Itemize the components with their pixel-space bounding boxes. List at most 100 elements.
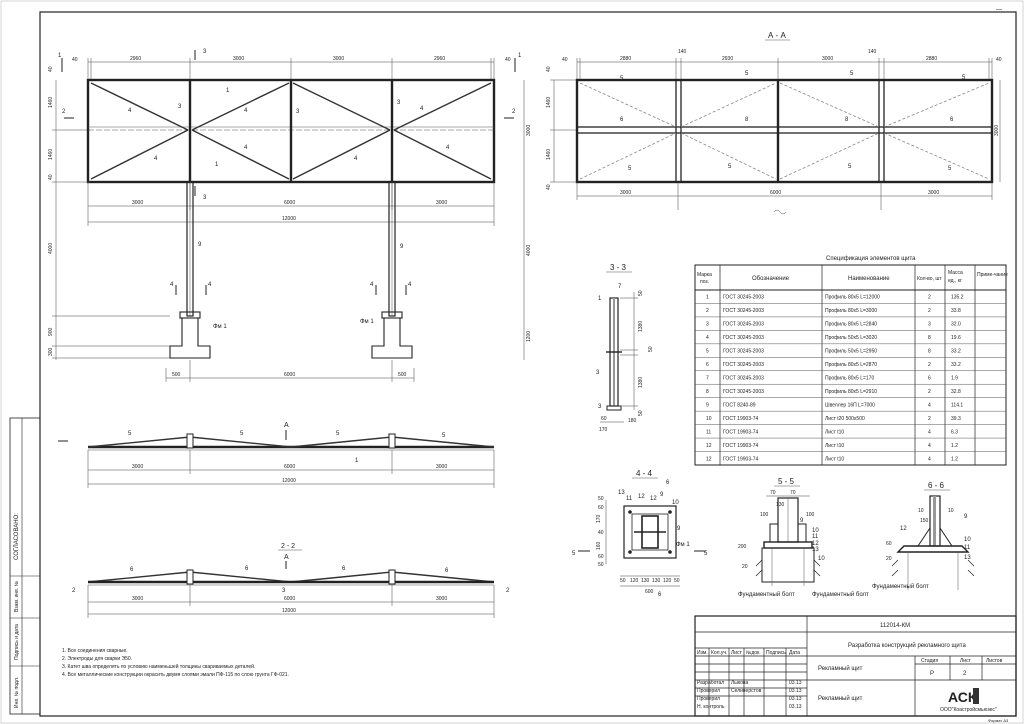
aa-dim-bot-2: 3000	[928, 190, 939, 196]
s33-dim-4: 50	[638, 410, 644, 416]
plan-a-label-1: 5	[240, 431, 244, 437]
spec-cell-r5-c2: Профиль 80х5 L=2870	[825, 362, 877, 368]
note-0: 1. Все соединения сварные.	[62, 648, 128, 654]
spec-cell-r0-c3: 2	[928, 295, 931, 301]
tb-project: Разработка конструкций рекламного щита	[848, 642, 966, 649]
spec-cell-r6-c2: Профиль 80х5 L=170	[825, 376, 874, 382]
s55-td-3: 100	[760, 512, 769, 518]
s44-bd-4: 120	[663, 578, 672, 584]
spec-cell-r5-c1: ГОСТ 30245-2003	[723, 362, 764, 368]
tb-stage-h-2: Листов	[986, 658, 1003, 664]
fv-sec-2b: 2	[512, 109, 516, 115]
aa-label-6b: 6	[950, 117, 954, 123]
plan-a-label-2: 5	[336, 431, 340, 437]
s44-label-4: 9	[660, 492, 664, 498]
spec-cell-r1-c4: 33.8	[951, 308, 961, 314]
s55-ld-0: 200	[738, 544, 747, 550]
s55-label-1: 10	[812, 528, 819, 534]
corner-mark: —	[996, 7, 1002, 13]
fv-dim-bot-1: 6000	[284, 200, 295, 206]
spec-cell-r4-c0: 5	[706, 349, 709, 355]
spec-cell-r11-c1: ГОСТ 19903-74	[723, 443, 759, 449]
tb-person-r1-c1: Селиверстов	[731, 688, 762, 694]
aa-label-5d: 5	[962, 75, 966, 81]
fv-sec-1b: 1	[518, 53, 522, 59]
spec-cell-r10-c1: ГОСТ 19903-74	[723, 429, 759, 435]
s66-label-2: 10	[964, 537, 971, 543]
spec-cell-r1-c0: 2	[706, 308, 709, 314]
fv-label-4b: 4	[154, 156, 158, 162]
s55-td-4: 100	[806, 512, 815, 518]
s33-dim-3: 1380	[638, 377, 644, 388]
plan-a-dim-1: 6000	[284, 464, 295, 470]
fv-dim-bot-0: 3000	[132, 200, 143, 206]
s55-td-1: 70	[790, 490, 796, 496]
spec-cell-r12-c4: 1.2	[951, 456, 958, 462]
plan-a-dim-0: 3000	[132, 464, 143, 470]
spec-cell-r11-c4: 1.2	[951, 443, 958, 449]
spec-cell-r2-c1: ГОСТ 30245-2003	[723, 322, 764, 328]
spec-h-4b: ед., кг	[948, 278, 962, 284]
fv-dim-overall: 12000	[282, 216, 296, 222]
plan22-end-a: 2	[72, 588, 76, 594]
spec-cell-r11-c0: 12	[706, 443, 712, 449]
spec-cell-r8-c1: ГОСТ 8240-89	[723, 402, 756, 408]
aa-label-5c: 5	[850, 71, 854, 77]
s44-title: 4 - 4	[636, 469, 653, 478]
spec-cell-r1-c2: Профиль 80х5 L=3000	[825, 308, 877, 314]
fv-dim-left-small-1: 40	[48, 174, 54, 180]
tb-person-r3-c2: 03.13	[789, 704, 802, 710]
fv-fdim-1: 6000	[284, 372, 295, 378]
s44-label-0: 13	[618, 490, 625, 496]
spec-cell-r2-c2: Профиль 80х5 L=2840	[825, 322, 877, 328]
tb-stage-v-1: 2	[963, 671, 967, 677]
tb-stage-v-0: Р	[930, 671, 934, 677]
aa-dim-left-0: 40	[546, 66, 552, 72]
fv-label-1a: 1	[226, 88, 230, 94]
s33-label-1: 1	[598, 296, 602, 302]
tb-h-0: Изм.	[697, 650, 708, 656]
aa-label-8b: 8	[845, 117, 849, 123]
s66-ld-1: 20	[886, 556, 892, 562]
s44-label-12: 5	[572, 551, 576, 557]
spec-h-3: Кол-во, шт	[917, 276, 942, 282]
tb-person-r2-c2: 03.13	[789, 696, 802, 702]
sheet-frame	[39, 11, 1017, 717]
plan22-title: 2 - 2	[281, 543, 295, 550]
fv-label-4g: 4	[446, 145, 450, 151]
fv-dim-right: 3000	[526, 125, 532, 136]
aa-dim-top-4: 3000	[822, 56, 833, 62]
fv-label-4a: 4	[128, 108, 132, 114]
s66-td-1: 10	[948, 508, 954, 514]
notes: 1. Все соединения сварные. 2. Электроды …	[62, 648, 289, 678]
note-2: 3. Катет шва определять по условию наиме…	[62, 663, 255, 670]
fv-fdim-0: 500	[172, 372, 181, 378]
spec-title: Спецификация элементов щита	[826, 256, 916, 262]
s33-bottom-1: 180	[628, 418, 637, 424]
aa-dim-bot-0: 3000	[620, 190, 631, 196]
side-stamp-2: Подпись и дата	[14, 624, 20, 660]
side-stamp: СОГЛАСОВАНО: Взам. инв. № Подпись и дата…	[9, 417, 41, 715]
side-stamp-0: СОГЛАСОВАНО:	[14, 513, 20, 560]
plan22-label-4: 3	[282, 588, 286, 594]
tb-person-r1-c0: Проверил	[697, 688, 720, 694]
spec-cell-r3-c2: Профиль 50х5 L=3020	[825, 335, 877, 341]
tb-stage-h-1: Лист	[960, 658, 972, 664]
s44-bd-0: 50	[620, 578, 626, 584]
section-55: 5 - 5 70 70 130 100 100 9 10 11 12 13 10…	[738, 477, 869, 598]
aa-title: А - А	[768, 31, 786, 40]
s66-ld-0: 60	[886, 541, 892, 547]
spec-cell-r8-c3: 4	[928, 402, 931, 408]
s44-label-11: Фм 1	[676, 542, 690, 548]
s55-label-5: 10	[818, 556, 825, 562]
fv-sec-3b: 3	[203, 195, 207, 201]
aa-dim-left-1: 1460	[546, 97, 552, 108]
aa-dim-top-3: 2930	[722, 56, 733, 62]
view-aa: А - А 40 2880 140 2930 3000 140 2880 40 …	[546, 31, 1002, 215]
title-block: 112014-КМ Разработка конструкций рекламн…	[694, 615, 1017, 723]
spec-cell-r0-c2: Профиль 80х5 L=12000	[825, 295, 880, 301]
fv-label-4c: 4	[244, 108, 248, 114]
spec-h-2: Наименование	[848, 276, 890, 282]
s44-overall: 600	[645, 589, 654, 595]
